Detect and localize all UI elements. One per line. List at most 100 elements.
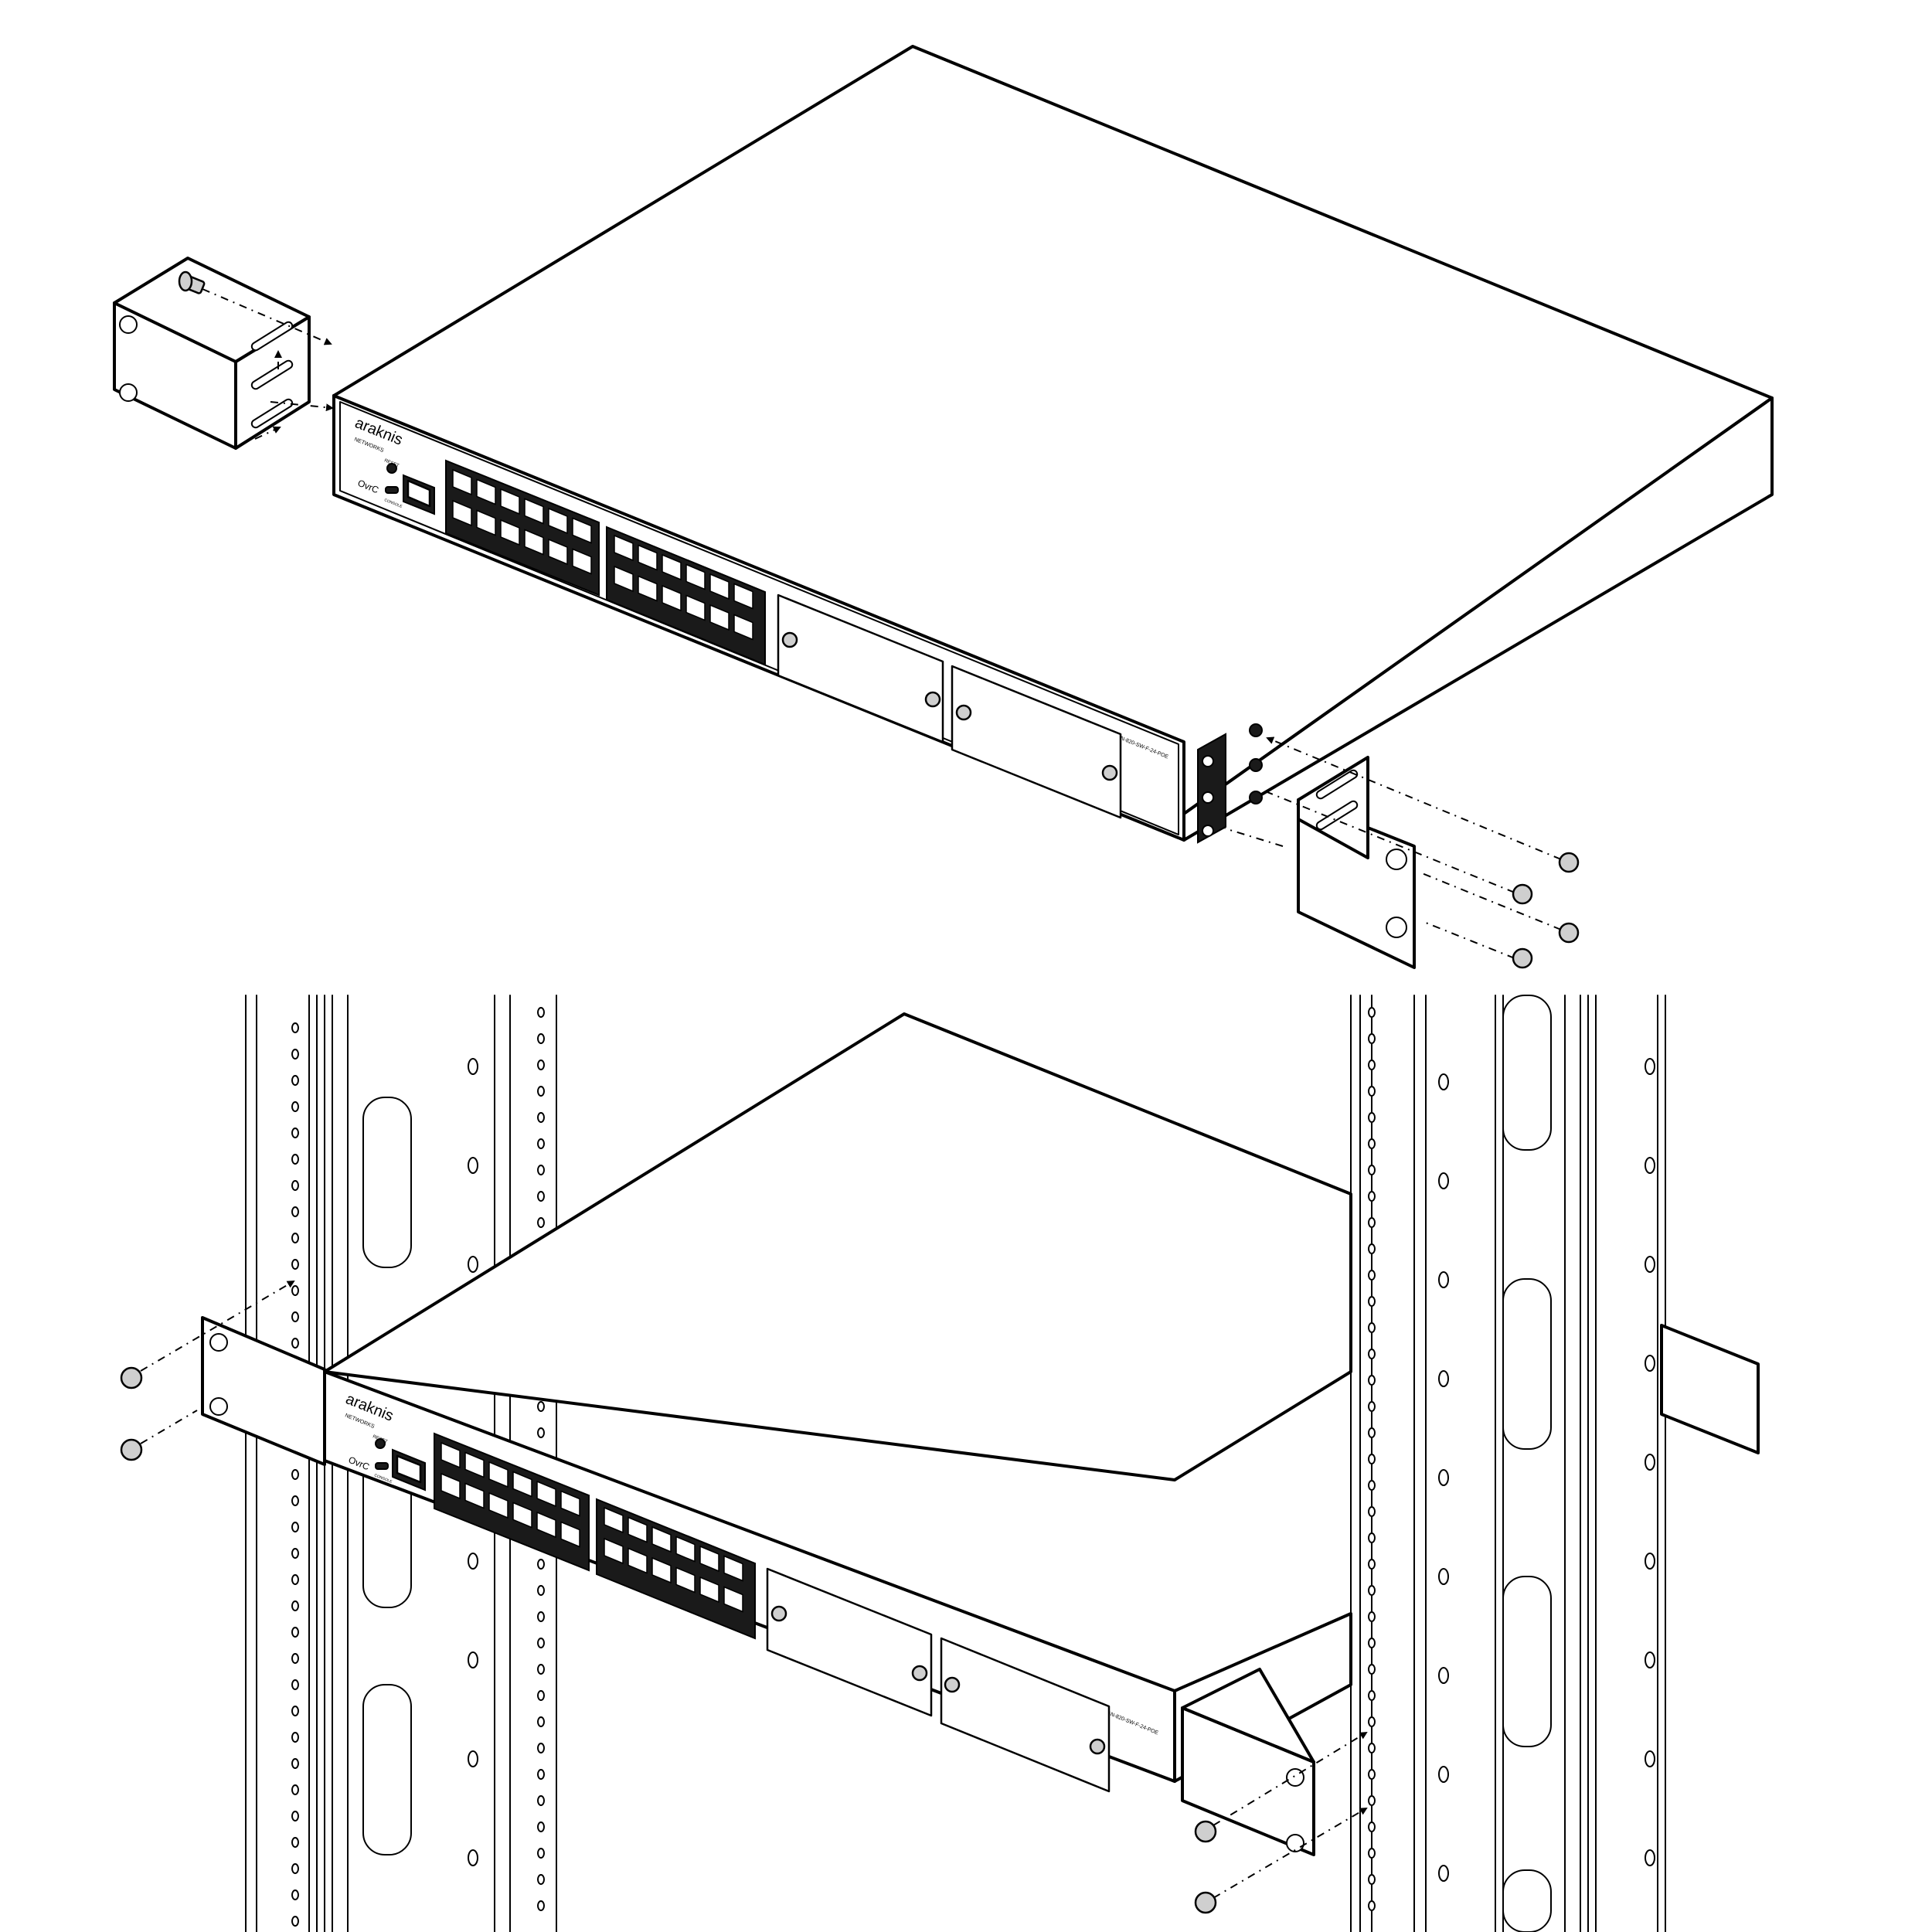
expansion-slot xyxy=(940,1637,1111,1793)
rack-hole xyxy=(468,1651,478,1668)
rj45-port[interactable] xyxy=(536,1480,556,1508)
rj45-port[interactable] xyxy=(560,1521,580,1548)
rack-hole xyxy=(537,1900,545,1911)
rack-hole xyxy=(1368,1060,1376,1070)
rj45-port[interactable] xyxy=(452,468,472,496)
console-port[interactable] xyxy=(375,1462,389,1470)
rj45-port[interactable] xyxy=(733,614,753,641)
rack-hole xyxy=(1438,1172,1449,1189)
rj45-port[interactable] xyxy=(651,1556,672,1584)
rj45-port[interactable] xyxy=(699,1545,719,1573)
reset-button[interactable] xyxy=(375,1438,386,1449)
expansion-slots-top xyxy=(777,594,1122,819)
rj45-port[interactable] xyxy=(572,548,592,575)
rj45-port[interactable] xyxy=(723,1586,743,1613)
left-bracket-top xyxy=(113,257,311,450)
rj45-port[interactable] xyxy=(685,594,706,621)
rj45-port[interactable] xyxy=(440,1472,461,1500)
rj45-port[interactable] xyxy=(662,553,682,581)
rj45-port[interactable] xyxy=(548,507,568,535)
port-block-1 xyxy=(445,459,600,597)
rack-hole xyxy=(1645,1256,1655,1273)
rj45-port[interactable] xyxy=(614,534,634,562)
rack-hole xyxy=(1368,1716,1376,1727)
side-mount-holes-top xyxy=(1197,723,1263,844)
rack-hole xyxy=(468,1750,478,1767)
rj45-port[interactable] xyxy=(675,1566,696,1594)
rj45-port[interactable] xyxy=(524,529,544,556)
rj45-port[interactable] xyxy=(604,1537,624,1565)
rj45-port[interactable] xyxy=(709,604,730,631)
rj45-port[interactable] xyxy=(512,1502,532,1529)
rj45-port[interactable] xyxy=(614,565,634,593)
rack-hole xyxy=(291,1627,299,1638)
rj45-port[interactable] xyxy=(685,563,706,590)
rj45-port[interactable] xyxy=(638,575,658,602)
rj45-port[interactable] xyxy=(512,1471,532,1498)
rack-hole xyxy=(1645,1157,1655,1174)
rj45-port[interactable] xyxy=(548,538,568,566)
rack-hole xyxy=(537,1874,545,1885)
rj45-port[interactable] xyxy=(500,488,520,515)
rack-hole xyxy=(291,1706,299,1716)
rack-hole xyxy=(537,1716,545,1727)
rj45-port[interactable] xyxy=(651,1526,672,1553)
screw-top-left xyxy=(178,270,206,294)
console-port[interactable] xyxy=(385,486,399,494)
rack-hole xyxy=(1368,1296,1376,1307)
rj45-port[interactable] xyxy=(464,1451,485,1478)
rack-hole xyxy=(1368,1427,1376,1438)
rj45-port[interactable] xyxy=(500,519,520,546)
rj45-port[interactable] xyxy=(628,1516,648,1543)
right-ear-arrows xyxy=(1213,1731,1368,1899)
rack-hole xyxy=(1438,1766,1449,1783)
rack-hole xyxy=(291,1600,299,1611)
rack-hole xyxy=(537,1165,545,1175)
rack-hole xyxy=(291,1863,299,1874)
rj45-port[interactable] xyxy=(638,544,658,571)
rj45-port[interactable] xyxy=(628,1547,648,1574)
rack-hole xyxy=(291,1574,299,1585)
expansion-slot xyxy=(777,594,944,743)
rack-hole xyxy=(291,1916,299,1927)
rj45-port[interactable] xyxy=(675,1536,696,1563)
rack-hole xyxy=(291,1758,299,1769)
rack-hole xyxy=(1438,1271,1449,1288)
rack-hole xyxy=(1368,1848,1376,1859)
rj45-port[interactable] xyxy=(476,509,496,536)
rj45-port[interactable] xyxy=(709,573,730,600)
screw xyxy=(120,1366,143,1389)
rack-hole xyxy=(291,1075,299,1086)
rack-hole xyxy=(291,1206,299,1217)
rj45-port[interactable] xyxy=(488,1461,509,1488)
rj45-port[interactable] xyxy=(723,1555,743,1582)
screw xyxy=(120,1438,143,1461)
rack-hole xyxy=(468,1849,478,1866)
rj45-port[interactable] xyxy=(524,498,544,525)
rj45-port[interactable] xyxy=(733,583,753,610)
rj45-port[interactable] xyxy=(662,584,682,612)
rj45-port[interactable] xyxy=(699,1576,719,1604)
rack-hole xyxy=(537,1690,545,1701)
rack-hole xyxy=(1368,1165,1376,1175)
rj45-port[interactable] xyxy=(488,1492,509,1519)
rj45-port[interactable] xyxy=(452,499,472,527)
rack-hole xyxy=(537,1217,545,1228)
rack-hole xyxy=(1368,1243,1376,1254)
port-block-2 xyxy=(596,1498,756,1640)
reset-button[interactable] xyxy=(386,463,397,474)
rack-hole xyxy=(1645,1355,1655,1372)
rj45-port[interactable] xyxy=(536,1511,556,1539)
rack-hole xyxy=(291,1022,299,1033)
rj45-port[interactable] xyxy=(604,1506,624,1534)
rj45-port[interactable] xyxy=(572,517,592,544)
rj45-port[interactable] xyxy=(440,1441,461,1469)
rack-hole xyxy=(1368,1138,1376,1149)
rj45-port[interactable] xyxy=(560,1490,580,1517)
rack-hole xyxy=(1645,1651,1655,1668)
rack-hole xyxy=(537,1086,545,1097)
expansion-slot xyxy=(951,665,1122,819)
rj45-port[interactable] xyxy=(464,1482,485,1509)
rack-hole xyxy=(1368,1559,1376,1570)
rj45-port[interactable] xyxy=(476,478,496,505)
